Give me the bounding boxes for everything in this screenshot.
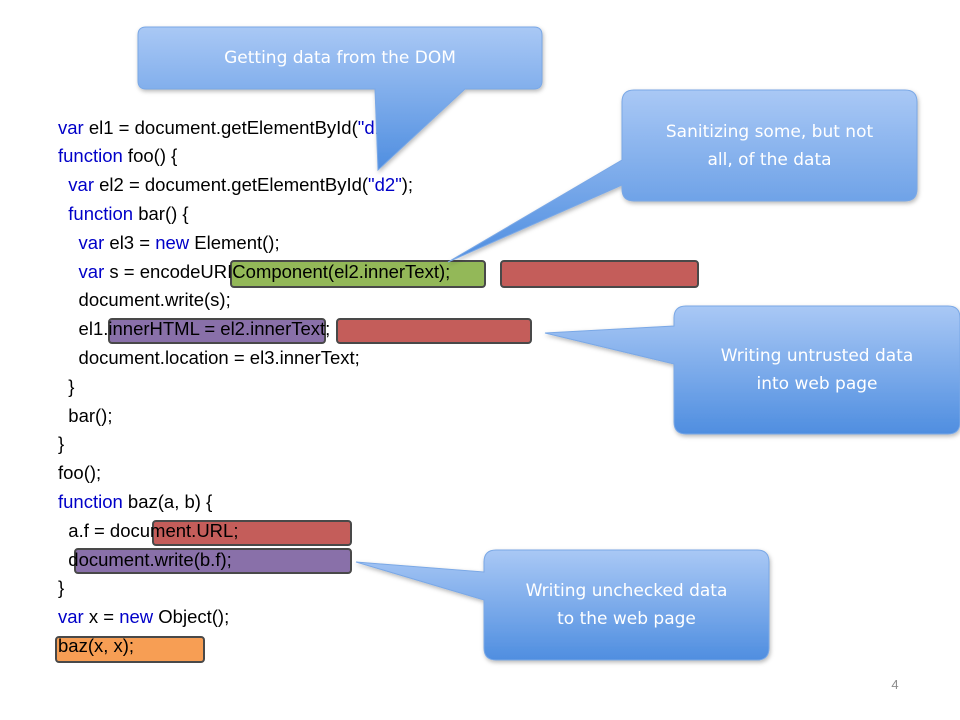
code-line: foo(); <box>58 462 102 483</box>
callout-dom <box>137 26 543 172</box>
highlight-innerhtml-sink <box>108 318 326 344</box>
callout-untrusted <box>544 305 960 435</box>
code-line: a.f = document.URL; <box>58 520 239 541</box>
code-line: } <box>58 376 75 397</box>
code-line: el1.innerHTML = el2.innerText; <box>58 318 331 339</box>
code-line: function foo() { <box>58 145 178 166</box>
highlight-document-url <box>152 520 352 546</box>
code-line: var el2 = document.getElementById("d2"); <box>58 174 414 195</box>
highlight-sanitized-source <box>230 260 486 288</box>
code-line: } <box>58 433 65 454</box>
code-line: var x = new Object(); <box>58 606 230 627</box>
callout-untrusted-text: Writing untrusted data into web page <box>720 346 914 394</box>
highlight-document-write <box>74 548 352 574</box>
code-line: document.write(b.f); <box>58 549 232 570</box>
code-line: bar(); <box>58 405 113 426</box>
callout-unchecked-text: Writing unchecked data to the web page <box>525 581 728 629</box>
highlight-sanitized-tail <box>500 260 699 288</box>
code-line: } <box>58 577 65 598</box>
code-line: function bar() { <box>58 203 189 224</box>
code-line: document.write(s); <box>58 289 231 310</box>
code-line: function baz(a, b) { <box>58 491 213 512</box>
page-number: 4 <box>891 677 899 692</box>
code-line: var el3 = new Element(); <box>58 232 280 253</box>
callout-unchecked <box>355 549 770 661</box>
highlight-innertext-source <box>336 318 532 344</box>
code-line: var s = encodeURIComponent(el2.innerText… <box>58 261 451 282</box>
highlight-baz-call <box>55 636 205 663</box>
code-line: baz(x, x); <box>58 635 135 656</box>
callout-dom-text: Getting data from the DOM <box>224 48 456 68</box>
callout-sanitizing <box>447 89 918 263</box>
code-line: document.location = el3.innerText; <box>58 347 360 368</box>
callout-sanitizing-text: Sanitizing some, but not all, of the dat… <box>665 121 874 170</box>
